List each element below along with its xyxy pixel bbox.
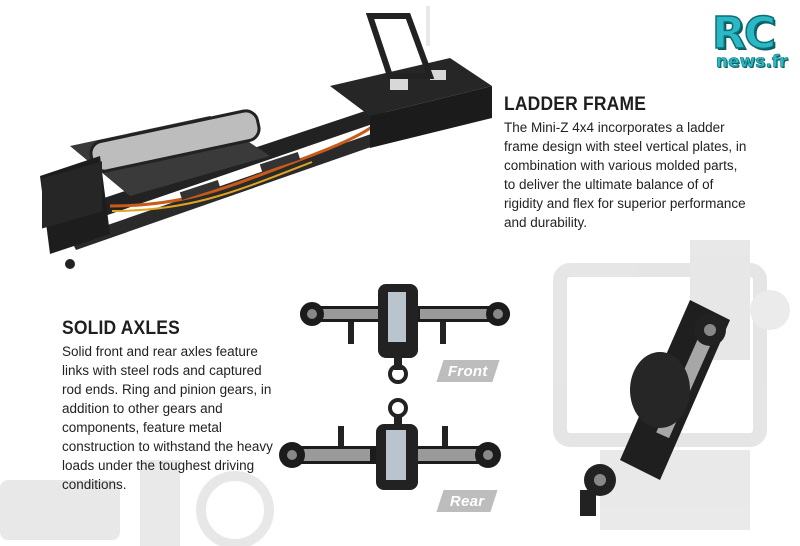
solid-axles-description: Solid front and rear axles feature links…	[62, 344, 273, 492]
background-chassis-left	[0, 460, 274, 546]
front-axle-tag: Front	[436, 360, 500, 382]
rear-axle-tag: Rear	[436, 490, 498, 512]
background-chassis-right	[553, 240, 790, 530]
solid-axles-heading: SOLID AXLES	[62, 318, 180, 339]
rc-news-logo: RC news.fr	[711, 7, 790, 73]
front-axle-image	[300, 284, 510, 384]
logo-rc-text: RC	[711, 7, 777, 60]
front-axle-label: Front	[448, 362, 488, 380]
logo-news-text: news.fr	[716, 52, 788, 73]
ladder-frame-description: The Mini-Z 4x4 incorporates a ladder fra…	[504, 120, 747, 230]
rear-axle-image	[279, 398, 501, 490]
rear-axle-label: Rear	[449, 492, 485, 510]
mounted-axle-image	[580, 300, 730, 516]
ladder-frame-chassis-image	[40, 6, 492, 269]
ladder-frame-heading: LADDER FRAME	[504, 94, 647, 115]
